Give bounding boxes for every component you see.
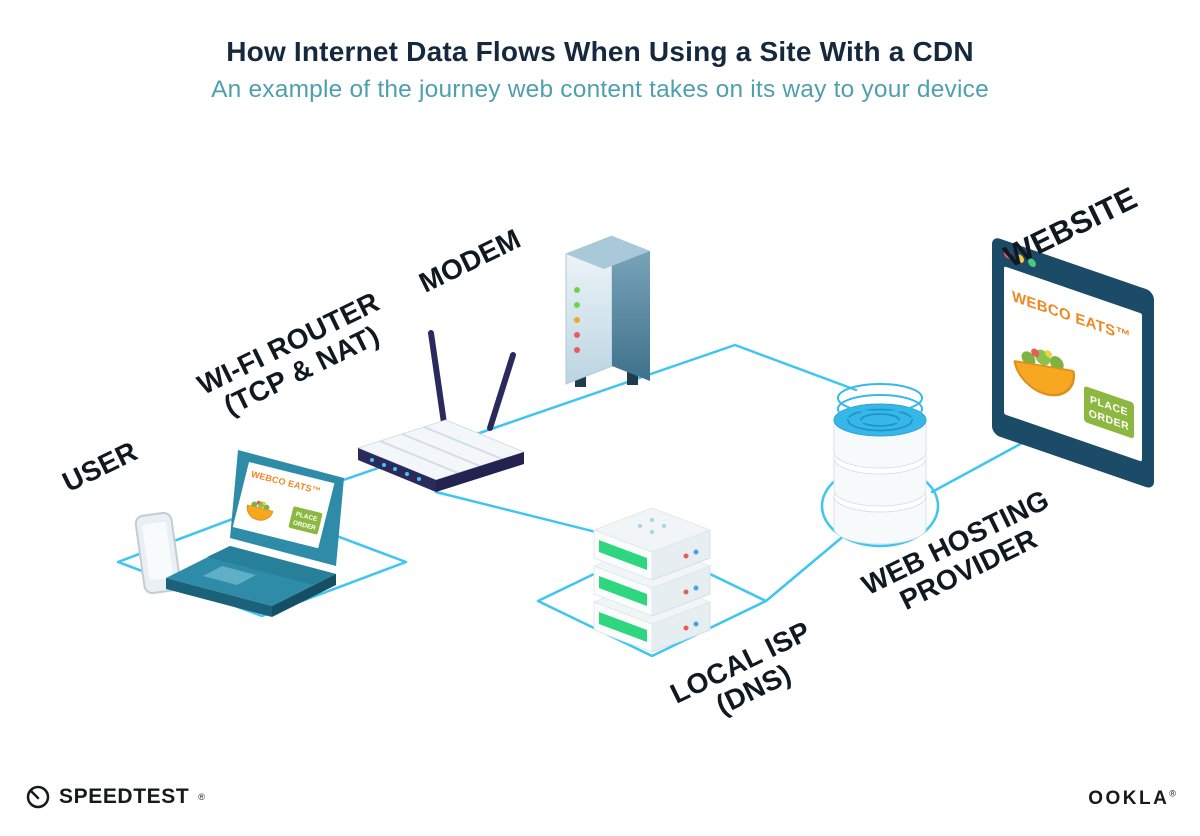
website-browser-device: WEBCO EATS™ PLACE ORDER (992, 238, 1154, 488)
ookla-logo: OOKLA® (1088, 788, 1176, 810)
phone-device (134, 511, 182, 595)
speedtest-reg-mark: ® (198, 792, 206, 802)
modem-device (565, 235, 650, 387)
footer: SPEEDTEST® OOKLA® (0, 776, 1200, 836)
speedtest-gauge-icon (26, 785, 50, 809)
page-subtitle: An example of the journey web content ta… (211, 76, 989, 103)
isp-server-device (592, 507, 712, 653)
page-title: How Internet Data Flows When Using a Sit… (226, 36, 974, 67)
ookla-reg-mark: ® (1169, 788, 1176, 799)
laptop-place-order-button: PLACE ORDER (288, 506, 323, 535)
laptop-screen: WEBCO EATS™ PLACE ORDER (232, 462, 335, 549)
header: How Internet Data Flows When Using a Sit… (0, 36, 1200, 104)
laptop-device: WEBCO EATS™ PLACE ORDER (166, 450, 344, 617)
browser-traffic-lights-icon (1004, 250, 1036, 268)
hosting-db-device (833, 383, 927, 545)
speedtest-wordmark: SPEEDTEST (59, 785, 190, 808)
ookla-wordmark: OOKLA (1088, 788, 1170, 809)
speedtest-logo: SPEEDTEST ® (25, 784, 206, 810)
wifi-router-device (356, 330, 526, 492)
